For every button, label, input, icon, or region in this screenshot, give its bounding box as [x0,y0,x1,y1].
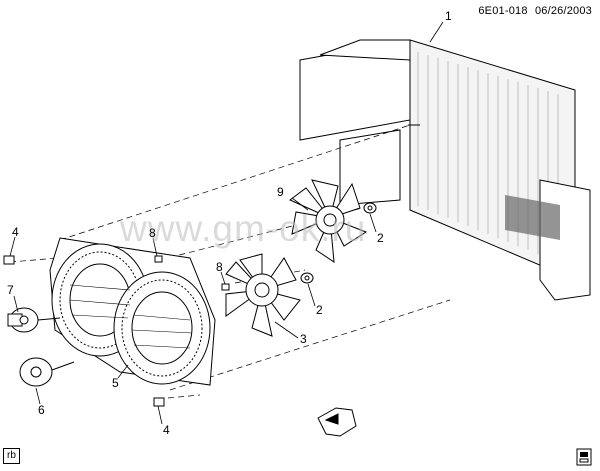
screw-upper [154,255,163,263]
fan-blade-upper [289,179,368,263]
callout-4-upper: 4 [12,225,19,239]
bolt-upper [3,255,15,265]
fan-shroud [49,237,216,386]
callout-2-lower: 2 [316,303,323,317]
callout-1: 1 [445,9,452,23]
diagram-date: 06/26/2003 [534,5,592,17]
screw-lower [221,283,230,291]
diagram-header: 6E01-018 06/26/2003 [474,5,592,17]
fan-motor-upper [7,307,61,333]
callout-7: 7 [7,283,14,297]
callout-4-lower: 4 [163,423,170,437]
page-corner-icon [576,448,592,466]
nut-upper [363,202,377,214]
watermark: www.gm-ok.ru [120,208,367,249]
condenser-assembly [299,39,591,301]
fan-motor-lower [19,357,75,387]
bolt-lower [153,397,165,407]
callout-leaders [9,21,444,425]
callout-5: 5 [112,376,119,390]
callout-8-upper: 8 [149,226,156,240]
nut-lower [300,272,314,284]
callout-8-lower: 8 [216,260,223,274]
diagram-id: 6E01-018 [478,5,528,17]
fan-blade-lower [225,253,301,337]
callout-9: 9 [277,185,284,199]
callout-3: 3 [300,332,307,346]
front-arrow-icon [317,407,357,437]
callout-6: 6 [38,403,45,417]
callout-2-upper: 2 [377,231,384,245]
footer-tag: rb [3,448,20,464]
